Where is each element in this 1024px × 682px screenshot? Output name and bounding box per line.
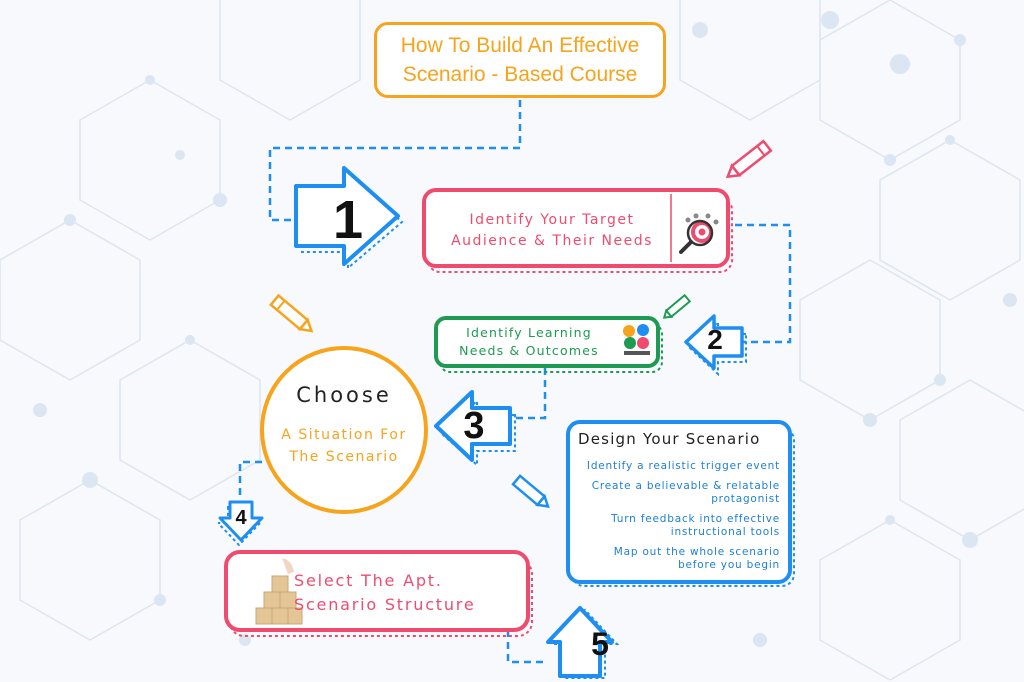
step-5-item: Turn feedback into effective instruction… xyxy=(611,513,780,538)
title-box: How To Build An Effective Scenario - Bas… xyxy=(374,22,666,98)
wooden-blocks-icon xyxy=(255,558,303,625)
step-5-item: Map out the whole scenario before you be… xyxy=(613,546,780,571)
step-3-heading: Choose xyxy=(296,383,392,407)
step-2-line-1: Identify Learning xyxy=(466,325,592,340)
pencil-icon xyxy=(269,293,314,333)
step-5-item: Create a believable & relatable protagon… xyxy=(591,480,780,505)
step-3-label: A Situation For The Scenario xyxy=(258,424,430,468)
step-2-label: Identify Learning Needs & Outcomes xyxy=(446,324,612,360)
step-3-arrow xyxy=(434,390,516,468)
step-4-line-1: Select The Apt. xyxy=(294,571,443,590)
pencil-icon xyxy=(511,474,550,508)
step-5-list: Identify a realistic trigger event Creat… xyxy=(584,460,780,572)
step-5-item: Identify a realistic trigger event xyxy=(586,460,780,472)
step-4-number: 4 xyxy=(235,507,247,529)
step-4-arrow xyxy=(218,500,264,546)
pencil-icon xyxy=(662,293,692,319)
step-1-line-1: Identify Your Target xyxy=(469,212,635,228)
step-5-heading: Design Your Scenario xyxy=(578,430,761,448)
magnifier-target-icon xyxy=(679,213,719,254)
step-3-line-1: A Situation For xyxy=(281,427,407,443)
step-4-line-2: Scenario Structure xyxy=(294,595,476,614)
step-3-number: 3 xyxy=(463,405,485,447)
title-line-1: How To Build An Effective xyxy=(400,34,640,57)
step-2-box-frame xyxy=(434,316,663,373)
step-5-box-frame xyxy=(566,420,795,587)
step-1-label: Identify Your Target Audience & Their Ne… xyxy=(432,210,672,252)
step-1-number: 1 xyxy=(332,190,364,250)
step-2-arrow xyxy=(684,314,747,377)
step-3-line-2: The Scenario xyxy=(289,449,399,465)
step-2-line-2: Needs & Outcomes xyxy=(459,343,599,358)
title-line-2: Scenario - Based Course xyxy=(402,63,638,86)
step-4-label: Select The Apt. Scenario Structure xyxy=(294,569,524,617)
step-2-number: 2 xyxy=(707,324,723,355)
pencil-icon xyxy=(725,139,773,179)
step-5-number: 5 xyxy=(591,626,609,662)
step-5-arrow xyxy=(546,606,620,679)
step-3-circle xyxy=(260,346,428,514)
step-1-box-frame xyxy=(422,188,733,273)
step-1-arrow xyxy=(294,166,404,271)
bright-ideas-logo-icon xyxy=(623,324,650,355)
step-1-line-2: Audience & Their Needs xyxy=(451,233,653,249)
